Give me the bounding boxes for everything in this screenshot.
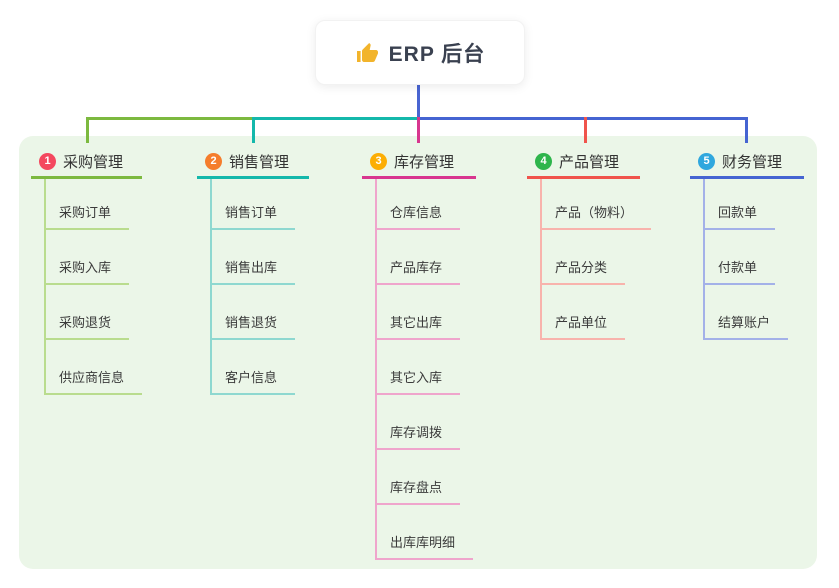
bus-segment <box>417 117 748 120</box>
branch-header[interactable]: 3 库存管理 <box>362 146 476 179</box>
branch-label: 财务管理 <box>722 153 783 171</box>
child-label: 结算账户 <box>703 312 789 340</box>
child-label: 仓库信息 <box>375 202 461 230</box>
child-label: 供应商信息 <box>44 367 143 395</box>
child-label: 产品分类 <box>540 257 626 285</box>
root-node[interactable]: ERP 后台 <box>315 20 525 85</box>
child-node[interactable]: 结算账户 <box>703 285 789 340</box>
branch-header[interactable]: 5 财务管理 <box>690 146 804 179</box>
branches-panel <box>19 136 817 569</box>
child-node[interactable]: 回款单 <box>703 179 788 230</box>
child-label: 销售退货 <box>210 312 296 340</box>
child-label: 采购退货 <box>44 312 130 340</box>
child-node[interactable]: 采购退货 <box>44 285 142 340</box>
branch-label: 销售管理 <box>229 153 290 171</box>
branch-label: 库存管理 <box>394 153 455 171</box>
child-label: 采购订单 <box>44 202 130 230</box>
branch-label: 采购管理 <box>63 153 124 171</box>
branch-number-badge: 4 <box>535 152 552 170</box>
branch-number-badge: 5 <box>698 152 715 170</box>
child-node[interactable]: 销售订单 <box>210 179 296 230</box>
branch-drop-line <box>86 117 89 143</box>
branch-drop-line <box>417 117 420 143</box>
child-label: 销售订单 <box>210 202 296 230</box>
branch-header[interactable]: 4 产品管理 <box>527 146 640 179</box>
child-node[interactable]: 付款单 <box>703 230 788 285</box>
branch-drop-line <box>584 117 587 143</box>
child-node[interactable]: 仓库信息 <box>375 179 473 230</box>
child-node[interactable]: 供应商信息 <box>44 340 143 395</box>
child-label: 销售出库 <box>210 257 296 285</box>
child-label: 采购入库 <box>44 257 130 285</box>
bus-segment <box>87 117 253 120</box>
child-node[interactable]: 库存盘点 <box>375 450 473 505</box>
root-connector <box>417 83 420 119</box>
branch-number-badge: 1 <box>39 152 56 170</box>
branch-header[interactable]: 2 销售管理 <box>197 146 309 179</box>
child-label: 产品（物料） <box>540 202 652 230</box>
child-label: 出库库明细 <box>375 532 474 560</box>
child-label: 客户信息 <box>210 367 296 395</box>
child-label: 付款单 <box>703 257 776 285</box>
child-node[interactable]: 销售退货 <box>210 285 296 340</box>
child-node[interactable]: 销售出库 <box>210 230 296 285</box>
child-label: 产品单位 <box>540 312 626 340</box>
child-node[interactable]: 库存调拨 <box>375 395 473 450</box>
child-node[interactable]: 产品分类 <box>540 230 651 285</box>
child-node[interactable]: 产品（物料） <box>540 179 652 230</box>
branch-label: 产品管理 <box>559 153 620 171</box>
child-node[interactable]: 产品单位 <box>540 285 651 340</box>
child-label: 库存盘点 <box>375 477 461 505</box>
branch-drop-line <box>745 117 748 143</box>
child-node[interactable]: 客户信息 <box>210 340 296 395</box>
child-node[interactable]: 其它出库 <box>375 285 473 340</box>
bus-segment <box>253 117 418 120</box>
branch-children: 产品（物料） 产品分类 产品单位 <box>540 179 652 340</box>
branch-number-badge: 2 <box>205 152 222 170</box>
branch-children: 仓库信息 产品库存 其它出库 其它入库 库存调拨 库存盘点 出库库明细 <box>375 179 474 560</box>
child-node[interactable]: 产品库存 <box>375 230 473 285</box>
branch-children: 回款单 付款单 结算账户 <box>703 179 789 340</box>
child-node[interactable]: 采购入库 <box>44 230 142 285</box>
child-label: 产品库存 <box>375 257 461 285</box>
child-label: 库存调拨 <box>375 422 461 450</box>
child-node[interactable]: 出库库明细 <box>375 505 474 560</box>
root-title: ERP 后台 <box>388 42 486 66</box>
child-label: 回款单 <box>703 202 776 230</box>
thumbs-up-icon <box>355 41 379 65</box>
branch-drop-line <box>252 117 255 143</box>
child-label: 其它入库 <box>375 367 461 395</box>
branch-children: 销售订单 销售出库 销售退货 客户信息 <box>210 179 296 395</box>
child-label: 其它出库 <box>375 312 461 340</box>
child-node[interactable]: 其它入库 <box>375 340 473 395</box>
branch-header[interactable]: 1 采购管理 <box>31 146 142 179</box>
branch-children: 采购订单 采购入库 采购退货 供应商信息 <box>44 179 143 395</box>
child-node[interactable]: 采购订单 <box>44 179 142 230</box>
branch-number-badge: 3 <box>370 152 387 170</box>
